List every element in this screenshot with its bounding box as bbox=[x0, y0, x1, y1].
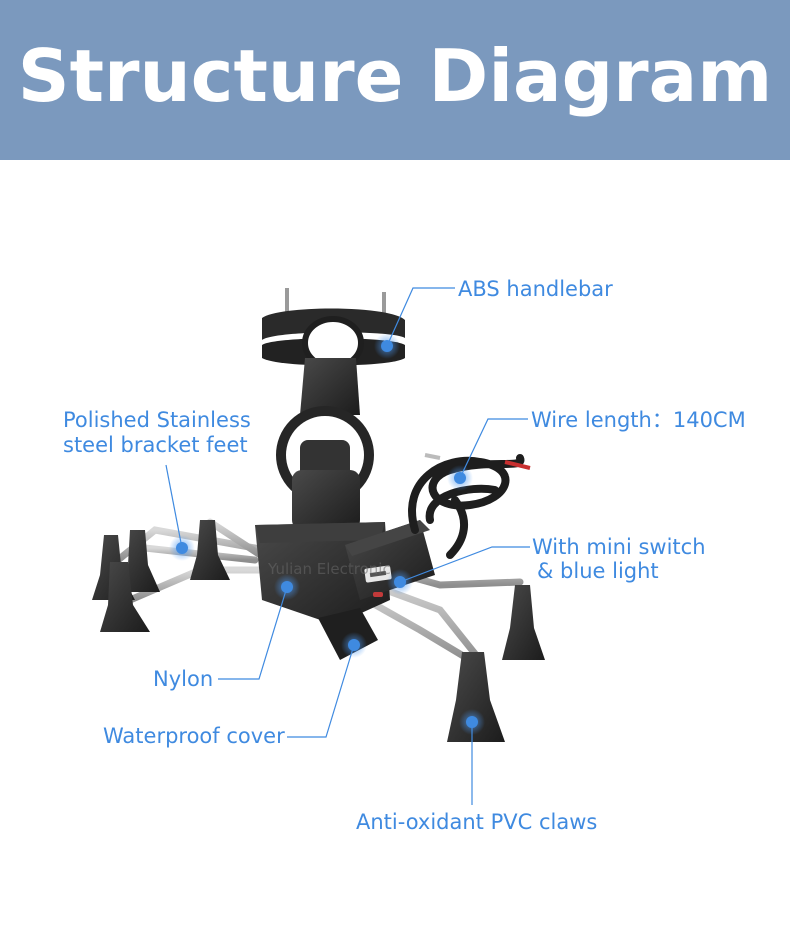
leader-nylon bbox=[218, 586, 288, 680]
label-stainless-line2: steel bracket feet bbox=[63, 433, 248, 457]
cable-coil bbox=[408, 454, 525, 559]
ball-joint-ring bbox=[276, 406, 374, 530]
leader-wire-length bbox=[459, 418, 528, 479]
label-nylon: Nylon bbox=[153, 667, 214, 691]
leader-waterproof bbox=[287, 644, 355, 738]
dot-nylon bbox=[274, 574, 300, 600]
dot-waterproof bbox=[341, 632, 367, 658]
label-switch-line2: & blue light bbox=[537, 559, 659, 583]
leader-stainless bbox=[165, 464, 183, 549]
dot-wire-length bbox=[447, 465, 473, 491]
label-abs-handlebar: ABS handlebar bbox=[458, 277, 613, 301]
title-banner: Structure Diagram bbox=[0, 0, 790, 160]
label-waterproof: Waterproof cover bbox=[103, 724, 285, 748]
dot-abs-handlebar bbox=[374, 333, 400, 359]
callout-dots bbox=[169, 333, 485, 735]
watermark-text: Yulian Electronic bbox=[267, 560, 391, 578]
handlebar-clamp bbox=[262, 288, 405, 415]
product-illustration bbox=[92, 288, 545, 742]
leader-switch bbox=[399, 546, 530, 583]
cable-red-tip bbox=[504, 460, 531, 470]
dot-stainless bbox=[169, 535, 195, 561]
label-pvc-claws: Anti-oxidant PVC claws bbox=[356, 810, 598, 834]
dot-switch bbox=[387, 569, 413, 595]
cable-metal-tip bbox=[424, 453, 441, 460]
leader-abs-handlebar bbox=[386, 287, 455, 347]
label-wire-length: Wire length：140CM bbox=[531, 408, 746, 432]
page-title: Structure Diagram bbox=[17, 34, 773, 118]
callout-lines bbox=[165, 287, 530, 805]
label-stainless-line1: Polished Stainless bbox=[63, 408, 251, 432]
label-switch-line1: With mini switch bbox=[532, 535, 706, 559]
dot-pvc-claws bbox=[459, 709, 485, 735]
